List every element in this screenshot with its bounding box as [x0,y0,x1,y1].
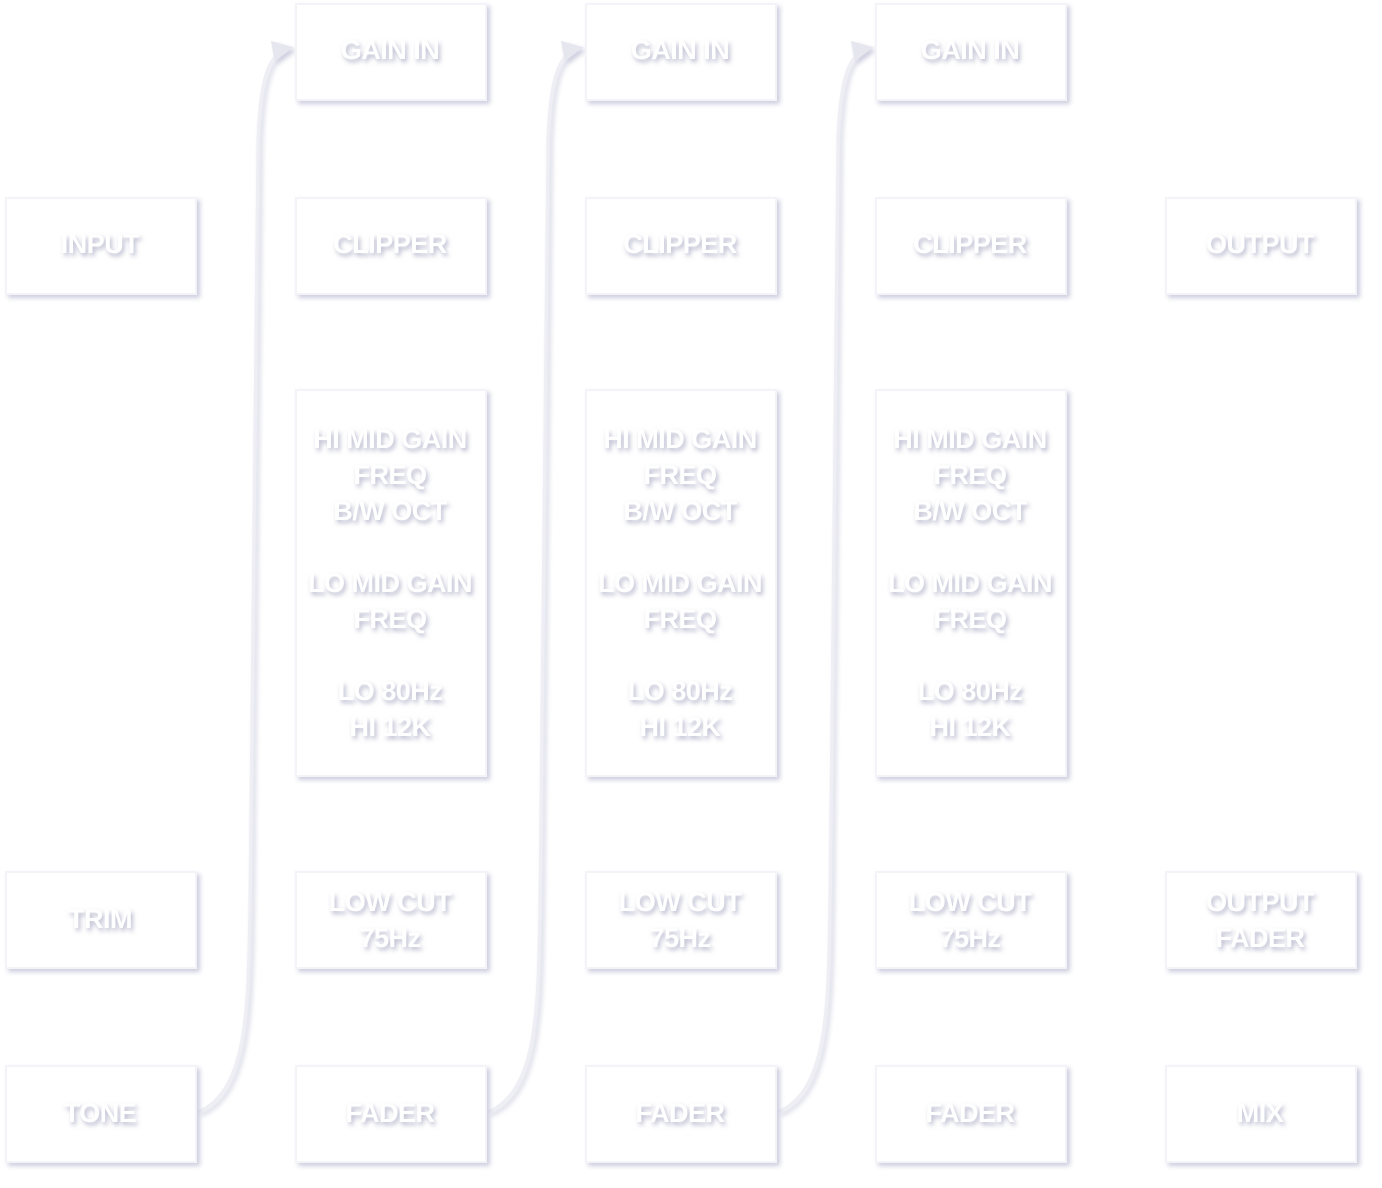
low-cut-3-label-line: LOW CUT [909,887,1032,917]
eq-3-label-line: FREQ [933,604,1006,634]
gain-in-block-3: GAIN IN [875,3,1067,101]
output-block: OUTPUT [1165,197,1357,295]
low-cut-block-2: LOW CUT 75Hz [585,871,777,969]
eq-3-label-line: HI MID GAIN [893,424,1047,454]
fader-2-label-line: FADER [635,1098,724,1128]
fader-block-1: FADER [295,1065,487,1163]
wire-tone-to-gain-in-1 [197,40,294,1114]
low-cut-1-label-line: 75Hz [359,923,420,953]
connections [89,40,1273,1125]
low-cut-2-label-line: LOW CUT [619,887,742,917]
eq-3-label-line: B/W OCT [913,496,1027,526]
eq-1-label-line: FREQ [353,460,426,490]
eq-2-label-line: B/W OCT [623,496,737,526]
mix-block: MIX [1165,1065,1357,1163]
low-cut-2-label-line: 75Hz [649,923,710,953]
eq-block-1: HI MID GAIN FREQ B/W OCT LO MID GAIN FREQ LO … [295,389,487,777]
eq-2-label-line: FREQ [643,460,716,490]
gain-in-3-label-line: GAIN IN [921,35,1020,65]
input-block: INPUT [5,197,197,295]
tone-block: TONE [5,1065,197,1163]
low-cut-block-3: LOW CUT 75Hz [875,871,1067,969]
fader-block-2: FADER [585,1065,777,1163]
low-cut-1-label-line: LOW CUT [329,887,452,917]
eq-2-label-line: LO 80Hz [628,676,733,706]
eq-1-label-line: LO 80Hz [338,676,443,706]
eq-1-label-line: LO MID GAIN [308,568,472,598]
eq-2-label-line: LO MID GAIN [598,568,762,598]
clipper-block-3: CLIPPER [875,197,1067,295]
clipper-2-label-line: CLIPPER [623,229,737,259]
clipper-block-2: CLIPPER [585,197,777,295]
eq-1-label-line: FREQ [353,604,426,634]
low-cut-3-label-line: 75Hz [939,923,1000,953]
input-label-line: INPUT [61,229,141,259]
gain-in-block-2: GAIN IN [585,3,777,101]
output-fader-label-line: OUTPUT [1206,887,1315,917]
eq-block-3: HI MID GAIN FREQ B/W OCT LO MID GAIN FREQ LO … [875,389,1067,777]
trim-label-line: TRIM [68,904,132,934]
eq-3-label-line: LO 80Hz [918,676,1023,706]
eq-2-label-line: HI 12K [639,712,721,742]
eq-3-label-line: HI 12K [929,712,1011,742]
gain-in-block-1: GAIN IN [295,3,487,101]
wire-fader-1-to-gain-in-2 [487,40,584,1114]
fader-3-label-line: FADER [925,1098,1014,1128]
trim-block: TRIM [5,871,197,969]
eq-3-label-line: FREQ [933,460,1006,490]
eq-2-label-line: FREQ [643,604,716,634]
gain-in-1-label-line: GAIN IN [341,35,440,65]
fader-1-label-line: FADER [345,1098,434,1128]
low-cut-block-1: LOW CUT 75Hz [295,871,487,969]
eq-3-label-line: LO MID GAIN [888,568,1052,598]
output-label-line: OUTPUT [1206,229,1315,259]
fader-block-3: FADER [875,1065,1067,1163]
eq-2-label-line: HI MID GAIN [603,424,757,454]
clipper-3-label-line: CLIPPER [913,229,1027,259]
output-fader-label-line: FADER [1215,923,1304,953]
gain-in-2-label-line: GAIN IN [631,35,730,65]
clipper-1-label-line: CLIPPER [333,229,447,259]
eq-block-2: HI MID GAIN FREQ B/W OCT LO MID GAIN FREQ LO … [585,389,777,777]
eq-1-label-line: HI 12K [349,712,431,742]
wire-fader-2-to-gain-in-3 [777,40,874,1114]
clipper-block-1: CLIPPER [295,197,487,295]
output-fader-block: OUTPUT FADER [1165,871,1357,969]
eq-1-label-line: B/W OCT [333,496,447,526]
blocks: INPUT TRIM TONE GAIN IN CLIPPER HI MID G… [5,3,1357,1163]
mix-label-line: MIX [1237,1098,1284,1128]
tone-label-line: TONE [64,1098,137,1128]
eq-1-label-line: HI MID GAIN [313,424,467,454]
